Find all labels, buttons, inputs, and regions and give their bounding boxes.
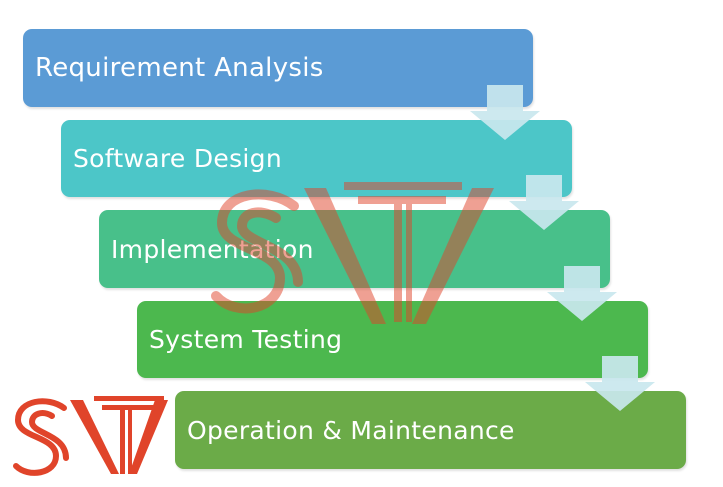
stage-software-design: Software Design [61,120,572,197]
stage-label: Operation & Maintenance [187,415,515,445]
stage-label: Software Design [73,144,282,173]
svt-logo [13,396,168,476]
down-arrow-icon [470,85,540,140]
down-arrow-icon [509,175,579,230]
stage-requirement-analysis: Requirement Analysis [23,29,533,107]
stage-operation-maintenance: Operation & Maintenance [175,391,686,469]
stage-label: Implementation [111,234,314,264]
stage-label: Requirement Analysis [35,53,324,83]
down-arrow-icon [547,266,617,321]
stage-system-testing: System Testing [137,301,648,378]
stage-label: System Testing [149,325,343,354]
down-arrow-icon [585,356,655,411]
